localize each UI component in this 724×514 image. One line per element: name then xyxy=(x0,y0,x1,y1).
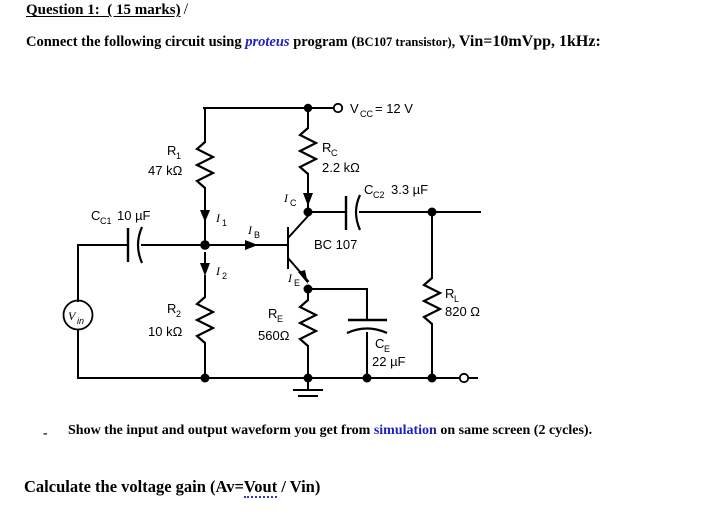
cc1-name: C xyxy=(91,208,100,223)
bullet-instruction: Show the input and output waveform you g… xyxy=(68,423,592,439)
ie-sub: E xyxy=(294,278,300,288)
proteus-keyword: proteus xyxy=(245,34,290,50)
ie-name: I xyxy=(287,271,293,285)
cc2-sub: C2 xyxy=(373,190,385,200)
cc2-value: 3.3 µF xyxy=(391,182,428,197)
cc2-name: C xyxy=(364,182,373,197)
rc-name: R xyxy=(322,140,331,155)
current-ic-arrowhead xyxy=(303,193,313,206)
bullet-dash: - xyxy=(43,425,48,440)
signal-spec: Vin=10mVpp, 1kHz: xyxy=(458,33,601,50)
page-title: Question 1: ( 15 marks)/ xyxy=(26,1,188,19)
calc-part-2: / Vin) xyxy=(277,477,321,496)
cc1-sub: C1 xyxy=(100,216,112,226)
vout-term: Vout xyxy=(243,477,278,498)
node-bottom-rl xyxy=(427,373,437,383)
current-ib-arrowhead xyxy=(245,240,258,250)
resistor-r1-symbol xyxy=(194,141,216,189)
resistor-rl-symbol xyxy=(421,277,443,325)
question-marks: ( 15 marks) xyxy=(107,2,181,18)
rc-sub: C xyxy=(331,148,338,158)
vin-name: V xyxy=(68,309,77,323)
node-vcc xyxy=(303,103,313,113)
calc-part-1: Calculate the voltage gain (Av= xyxy=(24,477,244,496)
ib-sub: B xyxy=(254,230,260,240)
node-bottom-ce xyxy=(362,373,372,383)
i1-name: I xyxy=(215,211,221,225)
capacitor-ce-plate-bottom xyxy=(346,327,388,335)
instruction-part-3: , xyxy=(451,34,459,50)
simulation-keyword: simulation xyxy=(373,423,437,438)
current-i2-arrowhead xyxy=(200,263,210,276)
rl-sub: L xyxy=(454,294,459,304)
resistor-r2-symbol xyxy=(194,296,216,344)
terminal-output xyxy=(458,372,470,384)
ic-name: I xyxy=(283,191,289,205)
vin-sub: in xyxy=(77,316,84,326)
i2-name: I xyxy=(215,264,221,278)
bullet-part-2: on same screen (2 cycles). xyxy=(436,423,593,438)
r1-value: 47 kΩ xyxy=(148,163,183,178)
bullet-part-1: Show the input and output waveform you g… xyxy=(68,423,374,438)
instruction-part-1: Connect the following circuit using xyxy=(26,34,246,50)
vcc-value: = 12 V xyxy=(375,101,413,116)
ce-sub: E xyxy=(384,344,390,354)
transistor-emitter-arrowhead xyxy=(298,270,308,284)
ce-name: C xyxy=(375,336,384,351)
bc107-mention: BC107 transistor) xyxy=(356,35,452,49)
i1-sub: 1 xyxy=(222,218,227,228)
instruction-part-2: program ( xyxy=(289,34,357,50)
rl-name: R xyxy=(445,286,454,301)
ic-sub: C xyxy=(290,198,297,208)
ce-value: 22 µF xyxy=(372,354,406,369)
question-label: Question 1: xyxy=(26,2,100,18)
ib-name: I xyxy=(247,223,253,237)
instruction-line: Connect the following circuit using prot… xyxy=(26,33,601,51)
cc1-value: 10 µF xyxy=(117,208,151,223)
r2-value: 10 kΩ xyxy=(148,324,183,339)
capacitor-cc2-plate-right xyxy=(354,194,362,231)
resistor-rc-symbol xyxy=(297,127,319,175)
capacitor-cc1-plate-right xyxy=(136,226,144,264)
rl-value: 820 Ω xyxy=(445,304,480,319)
re-name: R xyxy=(268,306,277,321)
re-sub: E xyxy=(277,314,283,324)
r1-sub: 1 xyxy=(176,151,181,161)
transistor-label: BC 107 xyxy=(314,237,357,252)
r1-name: R xyxy=(167,143,176,158)
node-bottom-r2 xyxy=(200,373,210,383)
transistor-collector-lead xyxy=(286,214,310,240)
current-i1-arrowhead xyxy=(200,210,210,222)
rc-value: 2.2 kΩ xyxy=(322,160,360,175)
r2-sub: 2 xyxy=(176,309,181,319)
r2-name: R xyxy=(167,301,176,316)
i2-sub: 2 xyxy=(222,271,227,281)
title-slash: / xyxy=(183,1,189,18)
vcc-sub: CC xyxy=(360,109,373,119)
circuit-diagram: V CC = 12 V R 1 47 kΩ I 1 R C 2.2 kΩ I C… xyxy=(62,101,481,397)
re-value: 560Ω xyxy=(258,328,290,343)
resistor-re-symbol xyxy=(297,299,319,347)
calculate-gain-line: Calculate the voltage gain (Av=Vout / Vi… xyxy=(24,477,321,498)
terminal-vcc xyxy=(332,102,344,114)
vcc-label: V xyxy=(350,101,359,116)
